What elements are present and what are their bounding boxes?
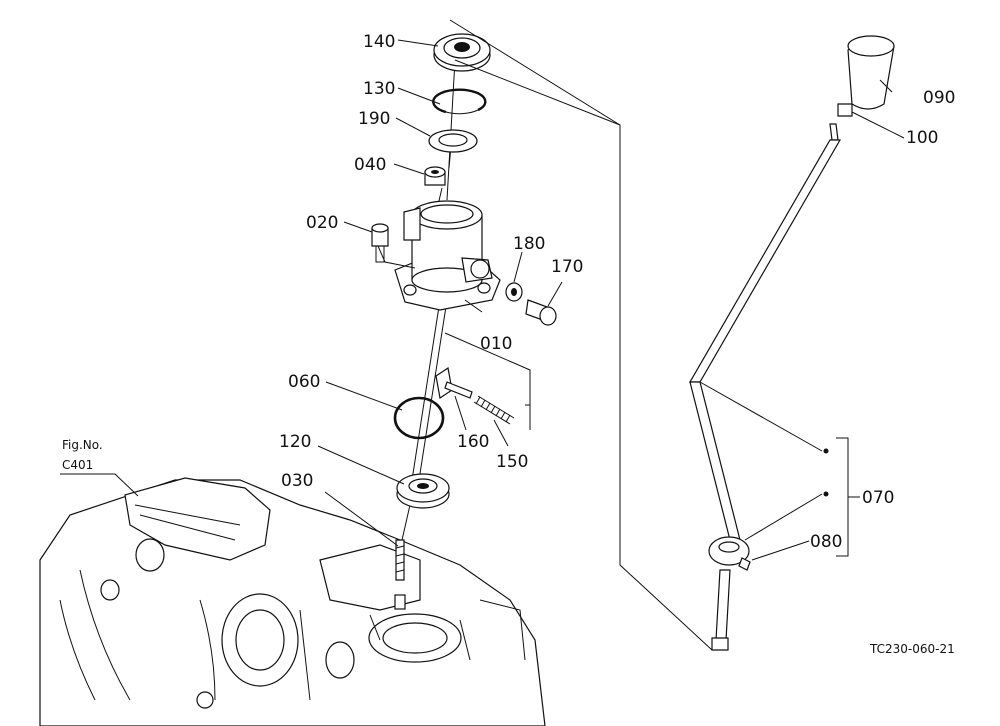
part-100-nut [837,103,853,117]
part-120-seal [396,473,450,509]
part-080-collar [708,536,751,571]
part-040-bushing [424,166,446,186]
part-190-washer [428,129,478,153]
label-140: 140 [363,32,395,52]
part-130-snap-ring [432,88,487,115]
label-070: 070 [862,488,894,508]
label-120: 120 [279,432,311,452]
label-160: 160 [457,432,489,452]
stud-bolt [395,539,405,581]
leader-lines [60,19,905,651]
label-190: 190 [358,109,390,129]
part-160-pin [435,366,473,400]
label-130: 130 [363,79,395,99]
label-170: 170 [551,257,583,277]
drawing-code: TC230-060-21 [869,642,955,656]
label-010: 010 [480,334,512,354]
part-150-spring [473,395,515,425]
label-150: 150 [496,452,528,472]
part-180-washer [505,282,523,302]
part-090-knob [847,35,895,110]
label-060: 060 [288,372,320,392]
label-040: 040 [354,155,386,175]
label-030: 030 [281,471,313,491]
fig-reference-number: C401 [62,458,93,472]
part-070-lever [688,123,842,651]
part-010-shift-case [394,200,501,311]
label-080: 080 [810,532,842,552]
label-180: 180 [513,234,545,254]
leader-dot [823,448,829,454]
label-090: 090 [923,88,955,108]
gear-case-housing [39,477,546,726]
part-170-bolt [525,299,557,326]
part-020-bolt [371,223,389,263]
leader-dot [823,491,829,497]
label-100: 100 [906,128,938,148]
part-140-seal [433,33,491,72]
fig-reference-label: Fig.No. [62,438,103,452]
part-060-o-ring [393,396,445,440]
label-020: 020 [306,213,338,233]
